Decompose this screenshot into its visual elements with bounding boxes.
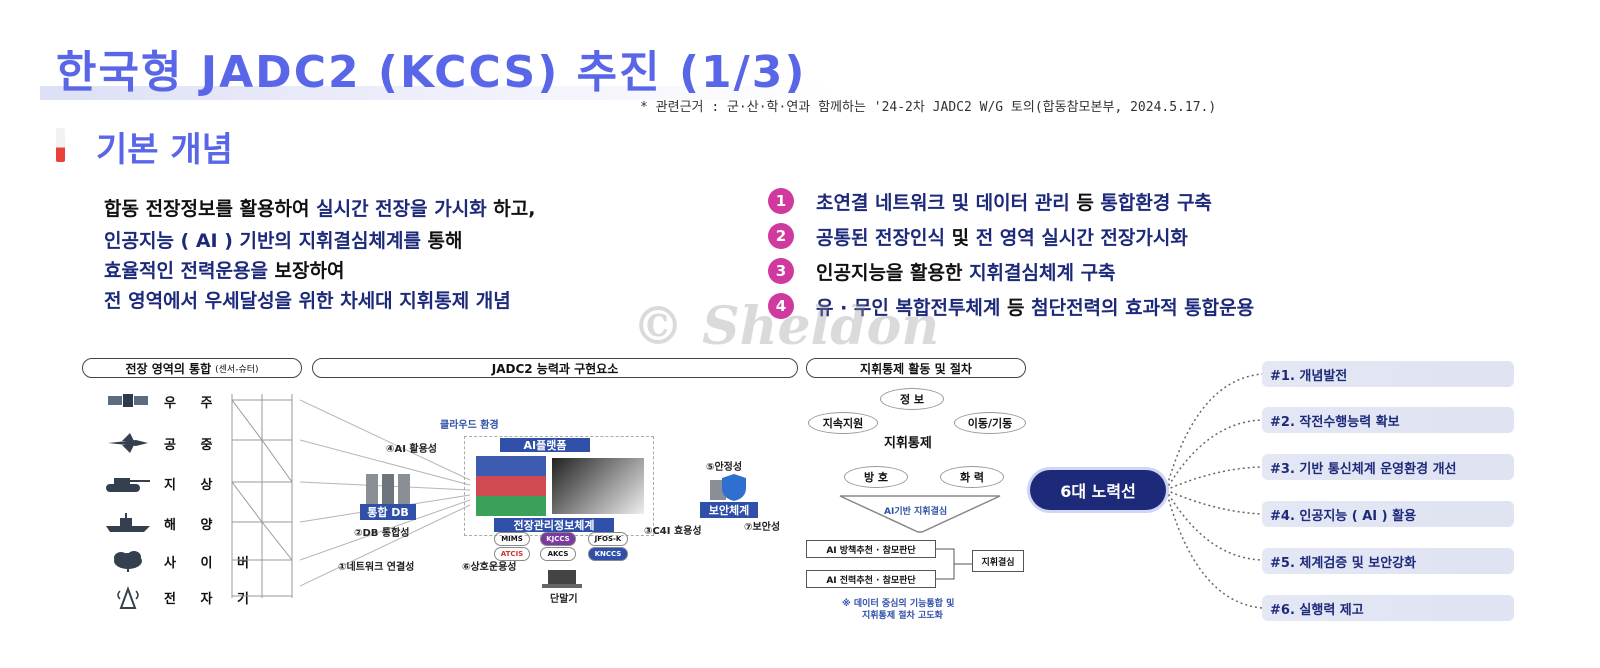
goal-item-1: 1 초연결 네트워크 및 데이터 관리 등 통합환경 구축 [768, 186, 1212, 216]
c2-node-protection: 방 호 [844, 466, 908, 488]
capability-security: ⑦보안성 [744, 522, 781, 533]
c2-node-maneuver: 이동/기동 [954, 412, 1026, 434]
goal-item-4: 4 유 · 무인 복합전투체계 등 첨단전력의 효과적 통합운용 [768, 291, 1254, 321]
database-server-icon [364, 470, 412, 510]
goal-text: 유 · 무인 복합전투체계 등 첨단전력의 효과적 통합운용 [816, 296, 1255, 319]
effort-connectors [1166, 373, 1263, 609]
section-marker [56, 128, 65, 162]
system-chip: JFOS-K [588, 532, 628, 546]
page-title: 한국형 JADC2 (KCCS) 추진 (1/3) [56, 47, 807, 98]
fighter-jet-icon [104, 431, 152, 455]
system-chip: KJCCS [540, 532, 576, 546]
source-note: * 관련근거 : 군·산·학·연과 함께하는 '24-2차 JADC2 W/G … [640, 100, 1217, 115]
effort-item-5: #5. 체계검증 및 보안강화 [1262, 548, 1514, 574]
stack-layer-blue [476, 456, 546, 476]
ai-platform-label: AI플랫폼 [500, 438, 590, 452]
effort-item-4: #4. 인공지능 ( AI ) 활용 [1262, 501, 1514, 527]
system-chip: KNCCS [588, 547, 628, 561]
battle-management-label: 전장관리정보체계 [494, 518, 614, 532]
goal-number-badge: 4 [768, 293, 794, 319]
capability-network: ①네트워크 연결성 [338, 562, 415, 573]
panel-header-domains: 전장 영역의 통합(센서-슈터) [82, 358, 302, 378]
domain-electromagnetic: 전 자 기 [104, 582, 259, 612]
goal-item-3: 3 인공지능을 활용한 지휘결심체계 구축 [768, 256, 1116, 286]
capability-c4i: ③C4I 효용성 [644, 526, 702, 537]
effort-item-2: #2. 작전수행능력 확보 [1262, 407, 1514, 433]
domain-air: 공 중 [104, 428, 222, 458]
panel-header-c2: 지휘통제 활동 및 절차 [806, 358, 1026, 378]
ai-course-recommendation-box: AI 방책추천 · 참모판단 [806, 540, 936, 558]
capability-stability: ⑤안정성 [706, 462, 743, 473]
c2-node-intelligence: 정 보 [880, 388, 944, 410]
c2-funnel-arrow [839, 495, 1001, 533]
effort-item-3: #3. 기반 통신체계 운영환경 개선 [1262, 454, 1514, 480]
concept-highlight: 전 영역에서 우세달성을 위한 차세대 지휘통제 개념 [104, 290, 511, 312]
goal-item-2: 2 공통된 전장인식 및 전 영역 실시간 전장가시화 [768, 221, 1188, 251]
security-system-label: 보안체계 [700, 502, 758, 518]
system-chip: ATCIS [494, 547, 530, 561]
section-title: 기본 개념 [96, 130, 233, 170]
concept-line-3: 효율적인 전력운용을 보장하여 [104, 256, 344, 283]
stack-layer-green [476, 496, 546, 516]
stack-layer-red [476, 476, 546, 496]
goal-number-badge: 2 [768, 223, 794, 249]
ai-decision-label: AI기반 지휘결심 [884, 507, 948, 517]
six-effort-lines-hub: 6대 노력선 [1030, 470, 1166, 510]
concept-line-1: 합동 전장정보를 활용하여 실시간 전장을 가시화 하고, [104, 194, 535, 221]
cloud-label: 클라우드 환경 [440, 420, 499, 431]
concept-line-2: 인공지능 ( AI ) 기반의 지휘결심체계를 통해 [104, 226, 463, 253]
satellite-icon [104, 389, 152, 413]
cloud-network-icon [104, 549, 152, 573]
c2-node-sustainment: 지속지원 [808, 412, 878, 434]
concept-highlight: 인공지능 ( AI ) 기반의 지휘결심체계를 [104, 230, 421, 252]
system-chip: AKCS [540, 547, 576, 561]
domain-cyber: 사 이 버 [104, 546, 259, 576]
capability-ai: ④AI 활용성 [386, 444, 438, 455]
concept-text: 통해 [420, 230, 463, 252]
concept-text: 보장하여 [267, 260, 345, 282]
warship-icon [104, 511, 152, 535]
effort-item-6: #6. 실행력 제고 [1262, 595, 1514, 621]
domain-land: 지 상 [104, 468, 222, 498]
goal-text: 초연결 네트워크 및 데이터 관리 등 통합환경 구축 [816, 191, 1212, 214]
concept-text: 하고, [486, 198, 536, 220]
goal-text: 공통된 전장인식 및 전 영역 실시간 전장가시화 [816, 226, 1188, 249]
title-underline-shadow [40, 86, 840, 100]
capability-db: ②DB 통합성 [354, 528, 410, 539]
concept-highlight: 실시간 전장을 가시화 [316, 198, 487, 220]
integrated-db-label: 통합 DB [360, 504, 416, 520]
command-decision-box: 지휘결심 [972, 550, 1024, 572]
c2-node-fires: 화 력 [940, 466, 1004, 488]
ai-force-recommendation-box: AI 전력추천 · 참모판단 [806, 570, 936, 588]
goal-text: 인공지능을 활용한 지휘결심체계 구축 [816, 261, 1116, 284]
c2-note-line-2: 지휘통제 절차 고도화 [862, 611, 943, 621]
panel-header-capabilities: JADC2 능력과 구현요소 [312, 358, 798, 378]
concept-line-4: 전 영역에서 우세달성을 위한 차세대 지휘통제 개념 [104, 286, 511, 313]
terminal-label: 단말기 [550, 594, 578, 605]
domain-space: 우 주 [104, 386, 222, 416]
watermark: © Sheldon [632, 296, 940, 357]
concept-text: 합동 전장정보를 활용하여 [104, 198, 317, 220]
c2-center-label: 지휘통제 [884, 436, 932, 451]
tank-icon [104, 471, 152, 495]
effort-item-1: #1. 개념발전 [1262, 361, 1514, 387]
antenna-tower-icon [104, 585, 152, 609]
domain-sea: 해 양 [104, 508, 222, 538]
data-visual-panel [552, 458, 644, 514]
concept-highlight: 효율적인 전력운용을 [104, 260, 268, 282]
goal-number-badge: 3 [768, 258, 794, 284]
system-chip: MIMS [494, 532, 530, 546]
security-shield-icon [708, 472, 748, 502]
sensor-lattice [231, 394, 293, 598]
goal-number-badge: 1 [768, 188, 794, 214]
c2-note-line-1: ※ 데이터 중심의 기능통합 및 [842, 599, 955, 609]
terminal-laptop-icon [540, 568, 584, 590]
capability-interoperability: ⑥상호운용성 [462, 562, 517, 573]
decision-connector [936, 548, 974, 580]
